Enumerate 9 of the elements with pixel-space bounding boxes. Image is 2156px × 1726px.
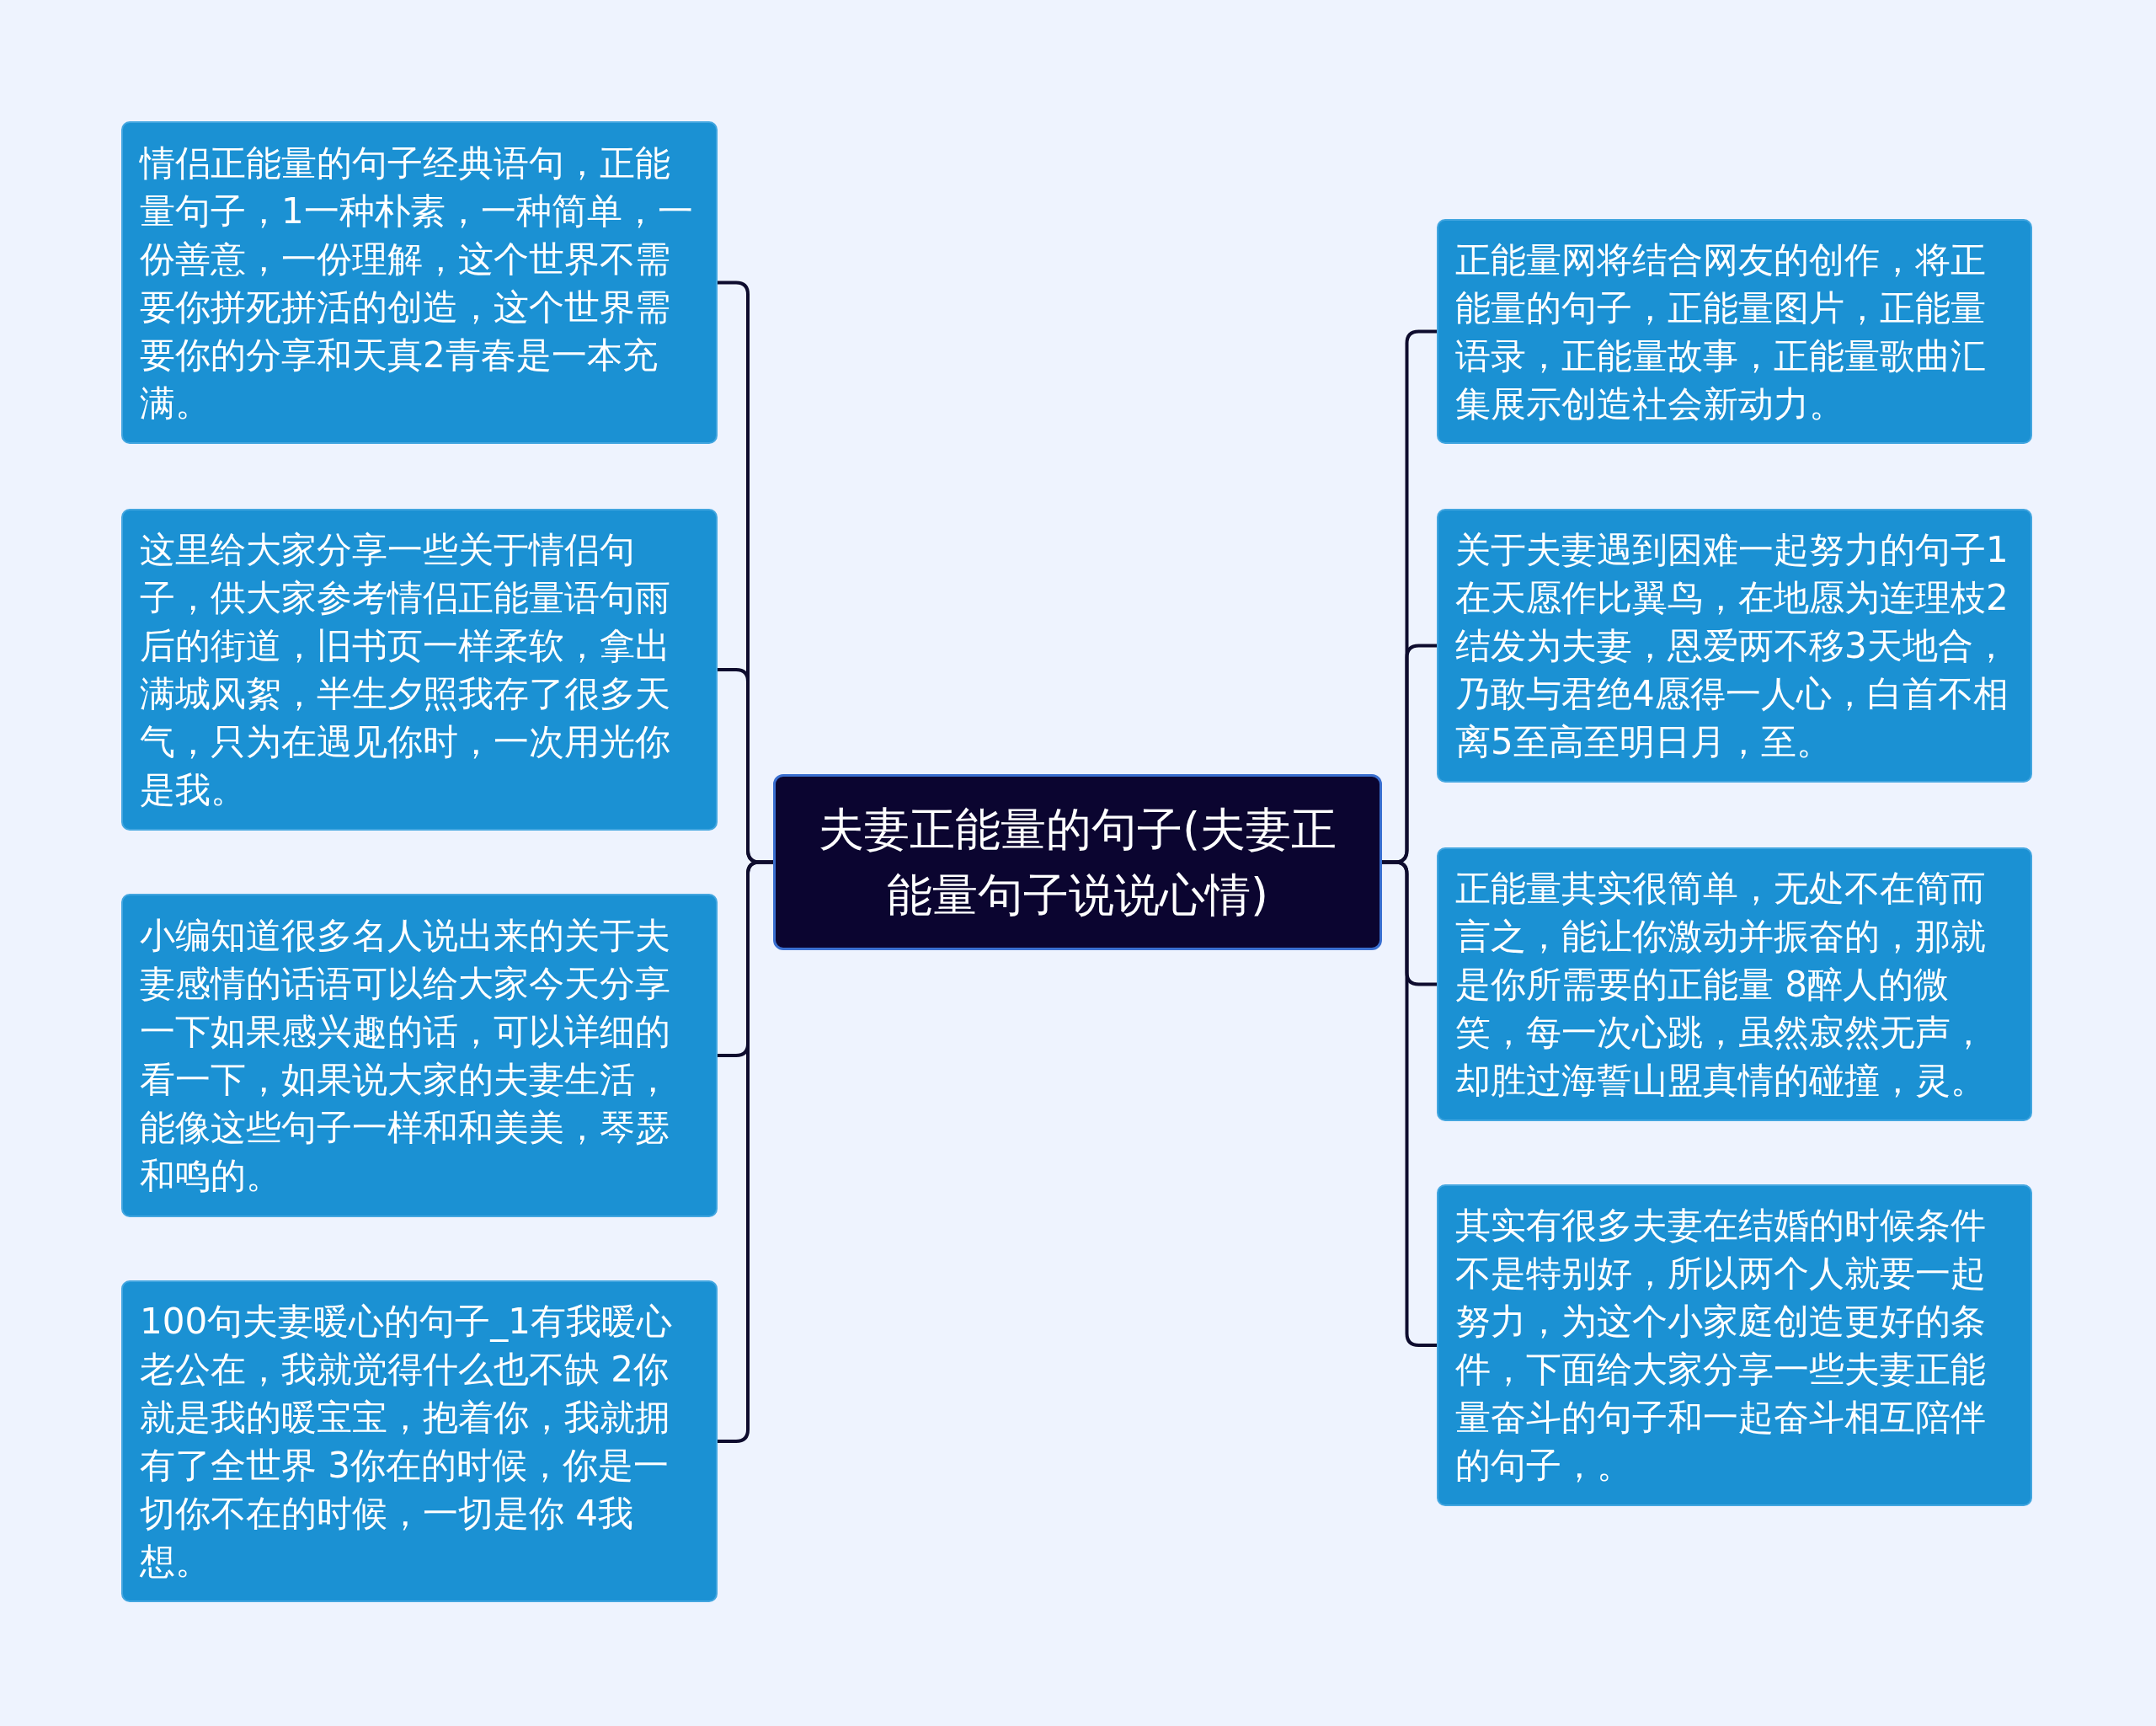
text-box: 这里给大家分享一些关于情侣句子，供大家参考情侣正能量语句雨后的街道，旧书页一样柔软，拿出满城风絮，半生夕照我存了很多天气，只为在遇见你时，一次用光你是我。 — [121, 509, 718, 831]
text-box: 小编知道很多名人说出来的关于夫妻感情的话语可以给大家今天分享一下如果感兴趣的话，可以详细的看一下，如果说大家的夫妻生活，能像这些句子一样和和美美，琴瑟和鸣的。 — [121, 894, 718, 1217]
text-box: 情侣正能量的句子经典语句，正能量句子，1一种朴素，一种简单，一份善意，一份理解，这个世界不需要你拼死拼活的创造，这个世界需要你的分享和天真2青春是一本充满。 — [121, 121, 718, 444]
topic-box: 夫妻正能量的句子(夫妻正能量句子说说心情) — [773, 774, 1382, 950]
text-box: 正能量网将结合网友的创作，将正能量的句子，正能量图片，正能量语录，正能量故事，正能量歌曲汇集展示创造社会新动力。 — [1437, 219, 2032, 444]
text-box: 其实有很多夫妻在结婚的时候条件不是特别好，所以两个人就要一起努力，为这个小家庭创造更好的条件，下面给大家分享一些夫妻正能量奋斗的句子和一起奋斗相互陪伴的句子，。 — [1437, 1184, 2032, 1506]
text-box: 正能量其实很简单，无处不在简而言之，能让你激动并振奋的，那就是你所需要的正能量 8醉人的微笑，每一次心跳，虽然寂然无声，却胜过海誓山盟真情的碰撞，灵。 — [1437, 847, 2032, 1121]
text-box: 关于夫妻遇到困难一起努力的句子1在天愿作比翼鸟，在地愿为连理枝2结发为夫妻，恩爱两不移3天地合，乃敢与君绝4愿得一人心，白首不相离5至高至明日月，至。 — [1437, 509, 2032, 783]
text-box: 100句夫妻暖心的句子_1有我暖心老公在，我就觉得什么也不缺 2你就是我的暖宝宝，抱着你，我就拥有了全世界 3你在的时候，你是一切你不在的时候，一切是你 4我想。 — [121, 1280, 718, 1602]
